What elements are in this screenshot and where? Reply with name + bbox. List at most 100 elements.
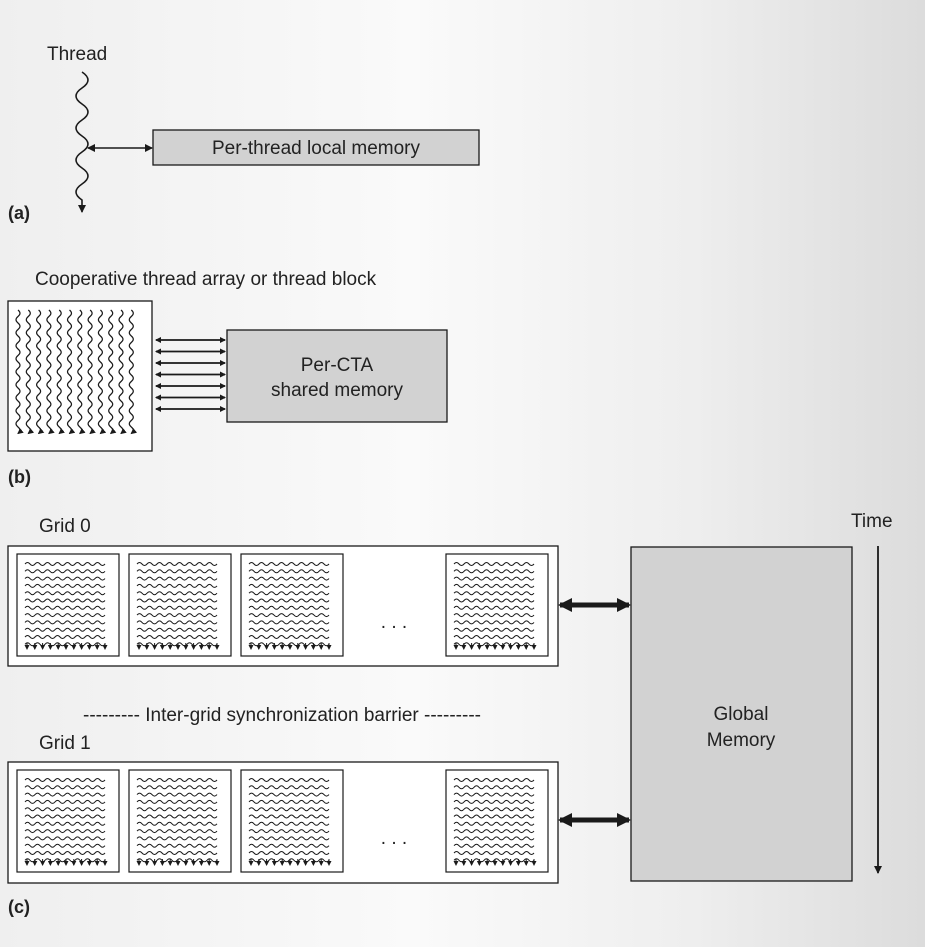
cta-thread (128, 309, 138, 435)
block-thread (453, 778, 535, 782)
block-thread (136, 562, 218, 566)
block-thread (248, 792, 330, 797)
cta-thread (46, 309, 55, 435)
cta-thread (56, 309, 65, 435)
thread-block (445, 553, 549, 657)
block-thread (136, 821, 218, 826)
block-thread (248, 569, 330, 574)
cta-title: Cooperative thread array or thread block (35, 269, 377, 290)
block-thread (136, 635, 218, 639)
thread-block (128, 769, 232, 873)
block-thread (248, 851, 330, 855)
block-thread (136, 792, 218, 797)
block-thread (136, 598, 218, 603)
block-thread (136, 583, 218, 588)
thread-block (16, 769, 120, 873)
block-thread (24, 851, 106, 855)
block-thread (248, 576, 330, 581)
block-thread (248, 613, 330, 618)
block-thread (24, 613, 106, 618)
global-memory-box (630, 546, 853, 882)
block-thread (248, 598, 330, 603)
part-c-tag: (c) (8, 897, 30, 917)
block-thread (136, 814, 218, 819)
thread-block (240, 769, 344, 873)
thread-block (240, 553, 344, 657)
per-cta-label-line2: shared memory (271, 380, 403, 401)
block-thread (24, 785, 106, 790)
block-thread (248, 799, 330, 804)
part-b-tag: (b) (8, 467, 31, 487)
block-thread (248, 814, 330, 819)
block-thread (136, 836, 218, 841)
block-thread (453, 569, 535, 574)
block-thread (136, 576, 218, 581)
block-thread (453, 829, 535, 834)
block-thread (453, 792, 535, 797)
cta-thread (77, 309, 86, 435)
block-thread (453, 598, 535, 603)
thread-squiggle (75, 71, 89, 213)
block-thread (24, 778, 106, 782)
block-thread (24, 576, 106, 581)
grid1-label: Grid 1 (39, 733, 91, 754)
block-thread (24, 591, 106, 596)
block-thread (453, 562, 535, 566)
per-thread-local-memory-label: Per-thread local memory (212, 138, 421, 159)
block-thread (248, 583, 330, 588)
block-thread (136, 799, 218, 804)
time-label: Time (851, 511, 893, 532)
cta-thread (118, 309, 127, 435)
cta-thread (36, 309, 45, 435)
block-thread (248, 605, 330, 610)
block-thread (453, 620, 535, 625)
block-thread (24, 843, 106, 848)
grid1-ellipsis: . . . (381, 828, 407, 849)
block-thread (453, 785, 535, 790)
block-thread (453, 583, 535, 588)
block-thread (453, 635, 535, 639)
block-thread (136, 851, 218, 855)
part-a-tag: (a) (8, 203, 30, 223)
grid1-blocks (16, 769, 549, 873)
per-cta-label-line1: Per-CTA (301, 355, 374, 376)
thread-label: Thread (47, 44, 107, 65)
thread-block-threads (15, 309, 138, 435)
cta-thread (108, 309, 117, 435)
block-thread (24, 821, 106, 826)
block-thread (453, 821, 535, 826)
block-thread (248, 591, 330, 596)
global-memory-label-line1: Global (714, 704, 769, 725)
block-thread (453, 807, 535, 812)
block-thread (136, 829, 218, 834)
block-thread (24, 814, 106, 819)
cta-shared-memory-arrows (155, 337, 226, 412)
block-thread (453, 627, 535, 632)
thread-block (16, 553, 120, 657)
block-thread (453, 576, 535, 581)
block-thread (136, 807, 218, 812)
block-thread (24, 620, 106, 625)
block-thread (248, 785, 330, 790)
grid0-ellipsis: . . . (381, 612, 407, 633)
block-thread (24, 583, 106, 588)
cta-thread (87, 309, 96, 435)
block-thread (248, 821, 330, 826)
block-thread (453, 814, 535, 819)
block-thread (248, 807, 330, 812)
block-thread (136, 843, 218, 848)
block-thread (453, 605, 535, 610)
block-thread (248, 627, 330, 632)
block-thread (24, 829, 106, 834)
block-thread (136, 605, 218, 610)
block-thread (248, 620, 330, 625)
block-thread (248, 778, 330, 782)
block-thread (136, 591, 218, 596)
block-thread (248, 829, 330, 834)
block-thread (248, 635, 330, 639)
block-thread (24, 807, 106, 812)
block-thread (24, 562, 106, 566)
block-thread (24, 799, 106, 804)
block-thread (136, 778, 218, 782)
block-thread (248, 843, 330, 848)
